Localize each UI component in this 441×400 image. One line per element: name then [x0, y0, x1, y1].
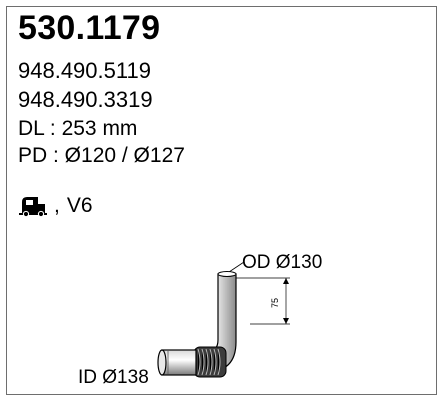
exhaust-pipe-drawing: 75: [157, 261, 290, 378]
dimension-value: 75: [270, 298, 280, 308]
vehicle-application: , V6: [18, 193, 93, 219]
flex-section: [193, 346, 227, 378]
part-number: 530.1179: [18, 9, 161, 47]
id-label: ID Ø138: [78, 367, 149, 388]
truck-icon: [18, 195, 48, 217]
od-label: OD Ø130: [242, 252, 323, 273]
engine-type: V6: [66, 194, 93, 217]
separator: ,: [54, 194, 60, 217]
product-card: [6, 6, 437, 395]
reference-number: 948.490.5119: [18, 58, 151, 83]
reference-number: 948.490.3319: [18, 87, 153, 112]
pd-dimension: PD : Ø120 / Ø127: [18, 144, 185, 167]
dl-dimension: DL : 253 mm: [18, 117, 138, 140]
